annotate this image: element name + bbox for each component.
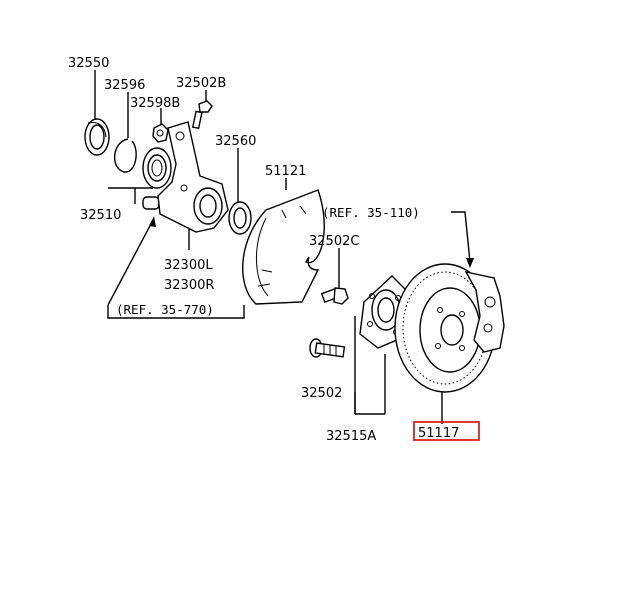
dust-shield-51121: [242, 189, 325, 305]
nut-32598B: [152, 123, 169, 143]
label-51121[interactable]: 51121: [265, 164, 306, 179]
ref-35-110[interactable]: (REF. 35-110): [322, 205, 420, 220]
snap-ring-32596: [114, 138, 137, 173]
bolt-32502B: [191, 100, 213, 130]
label-32300L[interactable]: 32300L: [164, 258, 213, 273]
bearing-32510: [142, 147, 172, 189]
part-labels: 32550 32596 32502B 32598B 32560 51121 32…: [68, 56, 459, 444]
knuckle-32300: [157, 121, 229, 233]
label-32502[interactable]: 32502: [301, 386, 342, 401]
label-32510[interactable]: 32510: [80, 208, 121, 223]
sleeve-32510: [142, 196, 160, 210]
brake-disc-51117: [394, 263, 496, 393]
label-51117[interactable]: 51117: [418, 426, 459, 441]
bolt-32502C: [320, 287, 349, 305]
highlight-box-51117: [413, 421, 480, 441]
label-32598B[interactable]: 32598B: [130, 96, 180, 111]
leader-lines: [94, 70, 474, 424]
label-32550[interactable]: 32550: [68, 56, 109, 71]
label-32300R[interactable]: 32300R: [164, 278, 214, 293]
stud-bolt-32502: [309, 338, 346, 358]
label-32502C[interactable]: 32502C: [309, 234, 359, 249]
label-32560[interactable]: 32560: [215, 134, 256, 149]
oil-seal-32550: [84, 118, 110, 156]
oil-seal-32560: [228, 201, 252, 235]
ref-35-770[interactable]: (REF. 35-770): [116, 302, 214, 317]
label-32515A[interactable]: 32515A: [326, 429, 376, 444]
label-32502B[interactable]: 32502B: [176, 76, 226, 91]
caliper-ref: [464, 270, 505, 353]
label-32596[interactable]: 32596: [104, 78, 145, 93]
